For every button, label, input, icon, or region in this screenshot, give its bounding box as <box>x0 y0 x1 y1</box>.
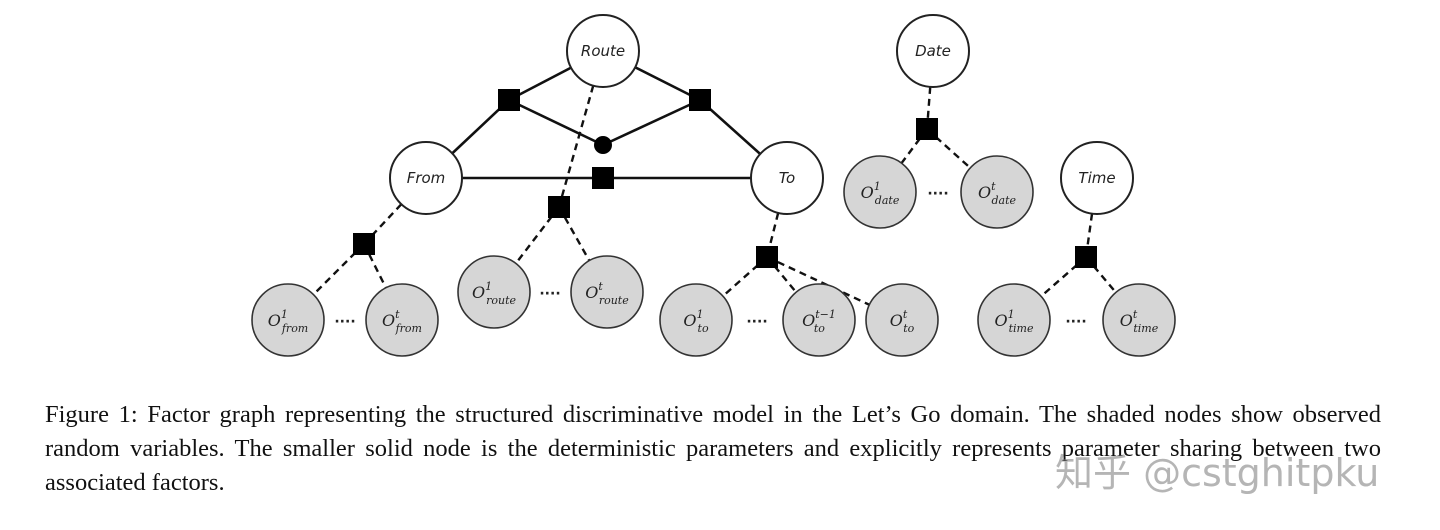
variable-node-route: Route <box>566 14 640 88</box>
factor-time-obs <box>1075 246 1097 268</box>
factor-to-obs <box>756 246 778 268</box>
factor-from-to <box>592 167 614 189</box>
factor-from-obs <box>353 233 375 255</box>
node-label-route: Route <box>581 42 625 60</box>
node-label-from: From <box>407 169 446 187</box>
factor-route-obs <box>548 196 570 218</box>
ellipsis-time: ···· <box>1065 314 1086 330</box>
ellipsis-from: ···· <box>334 314 355 330</box>
variable-node-time: Time <box>1060 141 1134 215</box>
svg-text:Ot−1to: Ot−1to <box>802 308 836 335</box>
factor-date-obs <box>916 118 938 140</box>
node-label-to: To <box>779 169 796 187</box>
shared-parameter-node <box>594 136 612 154</box>
variable-node-to: To <box>750 141 824 215</box>
ellipsis-route: ···· <box>539 286 560 302</box>
factor-nodes <box>353 89 1097 268</box>
ellipsis-date: ···· <box>927 186 948 202</box>
node-label-date: Date <box>915 42 951 60</box>
figure-caption: Figure 1: Factor graph representing the … <box>45 401 1381 496</box>
factor-route-from <box>498 89 520 111</box>
ellipsis-to: ···· <box>746 314 767 330</box>
factor-route-to <box>689 89 711 111</box>
watermark: 知乎 @cstghitpku <box>1055 451 1380 495</box>
node-label-time: Time <box>1078 169 1115 187</box>
variable-node-date: Date <box>896 14 970 88</box>
variable-node-from: From <box>389 141 463 215</box>
